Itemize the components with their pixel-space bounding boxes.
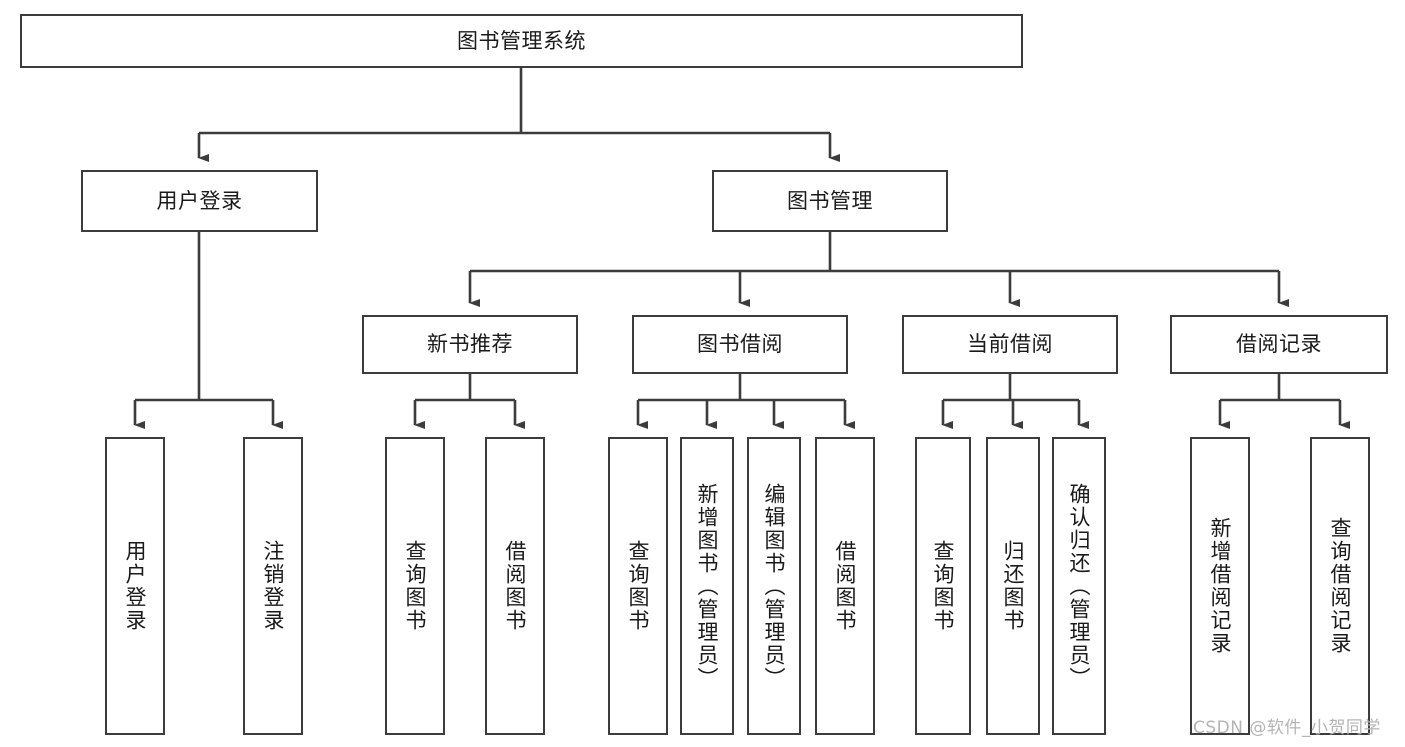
node-leaf-user-login[interactable]: 用户登录: [105, 437, 165, 735]
node-leaf-query-book-2-label: 查询图书: [626, 540, 651, 632]
node-leaf-user-logout[interactable]: 注销登录: [243, 437, 303, 735]
node-leaf-borrow-book-2-label: 借阅图书: [833, 540, 858, 632]
node-leaf-confirm-return-label: 确认归还（管理员）: [1067, 482, 1092, 690]
node-current-borrow-label: 当前借阅: [967, 332, 1053, 357]
node-user-login-label: 用户登录: [156, 188, 243, 213]
node-leaf-query-borrow-record[interactable]: 查询借阅记录: [1310, 437, 1370, 735]
node-book-manage[interactable]: 图书管理: [712, 170, 948, 232]
node-new-book-recommend[interactable]: 新书推荐: [362, 315, 578, 374]
node-current-borrow[interactable]: 当前借阅: [902, 315, 1118, 374]
node-book-borrow-label: 图书借阅: [697, 332, 783, 357]
node-leaf-user-login-label: 用户登录: [123, 540, 148, 632]
node-leaf-query-borrow-record-label: 查询借阅记录: [1328, 517, 1353, 655]
node-leaf-user-logout-label: 注销登录: [261, 540, 286, 632]
node-leaf-borrow-book-1-label: 借阅图书: [503, 540, 528, 632]
node-leaf-query-book-1-label: 查询图书: [403, 540, 428, 632]
node-leaf-add-borrow-record-label: 新增借阅记录: [1208, 517, 1233, 655]
node-borrow-record[interactable]: 借阅记录: [1170, 315, 1388, 374]
node-new-book-recommend-label: 新书推荐: [427, 332, 513, 357]
node-leaf-edit-book-label: 编辑图书（管理员）: [762, 482, 787, 690]
watermark-text: CSDN @软件_小贺同学: [1193, 718, 1381, 738]
node-leaf-return-book[interactable]: 归还图书: [986, 437, 1040, 735]
node-leaf-query-book-3-label: 查询图书: [931, 540, 956, 632]
node-book-manage-label: 图书管理: [787, 188, 873, 213]
node-book-borrow[interactable]: 图书借阅: [632, 315, 848, 374]
node-user-login[interactable]: 用户登录: [81, 170, 318, 232]
node-leaf-borrow-book-2[interactable]: 借阅图书: [815, 437, 875, 735]
node-root-label: 图书管理系统: [457, 28, 586, 53]
node-leaf-return-book-label: 归还图书: [1001, 540, 1026, 632]
node-leaf-query-book-2[interactable]: 查询图书: [608, 437, 668, 735]
node-leaf-edit-book[interactable]: 编辑图书（管理员）: [747, 437, 801, 735]
node-leaf-add-borrow-record[interactable]: 新增借阅记录: [1190, 437, 1250, 735]
node-borrow-record-label: 借阅记录: [1236, 332, 1322, 357]
node-leaf-query-book-1[interactable]: 查询图书: [385, 437, 445, 735]
node-leaf-add-book[interactable]: 新增图书（管理员）: [680, 437, 734, 735]
node-root[interactable]: 图书管理系统: [20, 14, 1023, 68]
node-leaf-query-book-3[interactable]: 查询图书: [915, 437, 971, 735]
node-leaf-borrow-book-1[interactable]: 借阅图书: [485, 437, 545, 735]
node-leaf-add-book-label: 新增图书（管理员）: [695, 482, 720, 690]
node-leaf-confirm-return[interactable]: 确认归还（管理员）: [1052, 437, 1106, 735]
